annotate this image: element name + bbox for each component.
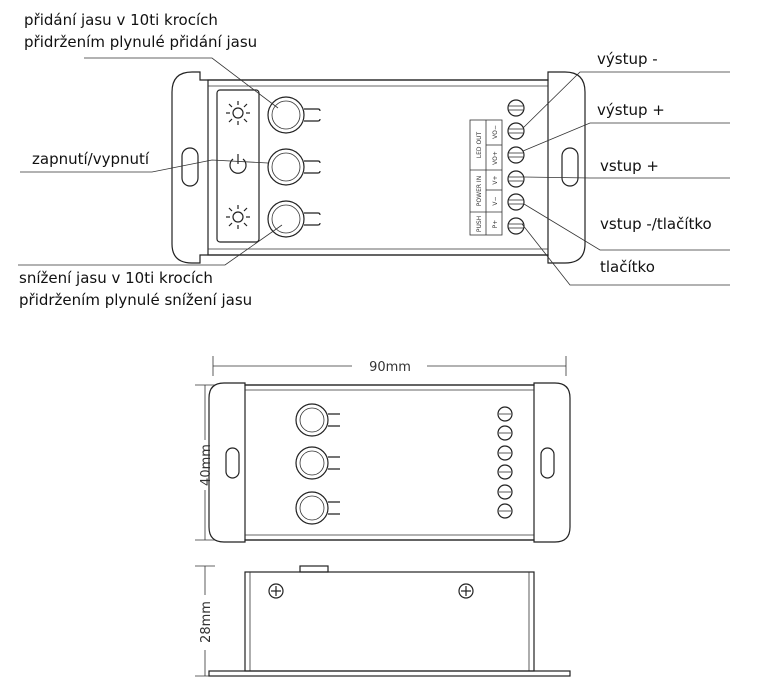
mounting-flange-mid	[208, 382, 571, 543]
sun-dim-icon	[226, 205, 250, 229]
button-decrease[interactable]	[267, 200, 321, 238]
mounting-flange	[171, 71, 586, 264]
screw-icon	[458, 583, 474, 599]
terminal-screw	[507, 170, 525, 188]
side-view: 28mm	[195, 565, 571, 677]
label-p-plus: P+	[492, 220, 499, 229]
terminal-screw	[507, 193, 525, 211]
terminal-screw	[507, 122, 525, 140]
mounting-slot-right	[561, 147, 579, 187]
screw-terminals	[507, 99, 525, 235]
label-increase-line2: přidržením plynulé přidání jasu	[24, 33, 257, 51]
button-panel	[216, 89, 260, 243]
dimension-depth: 28mm	[199, 601, 214, 643]
screw-icon	[268, 583, 284, 599]
terminal-screw	[507, 146, 525, 164]
label-onoff: zapnutí/vypnutí	[32, 150, 150, 168]
button-increase[interactable]	[267, 96, 321, 134]
button-onoff[interactable]	[267, 148, 321, 186]
label-button: tlačítko	[600, 258, 655, 276]
sun-brightness-icon	[226, 101, 250, 125]
label-power-in: POWER IN	[476, 176, 483, 206]
button-outline	[295, 403, 340, 437]
front-view-dimensioned: 90mm 40mm	[195, 356, 571, 543]
label-vo-minus: VO−	[492, 125, 499, 139]
mounting-slot-left	[181, 147, 199, 187]
terminal-label-table: LED OUT POWER IN PUSH VO− VO+ V+ V− P+	[469, 119, 503, 236]
label-v-plus: V+	[492, 175, 499, 184]
terminal-screw	[507, 99, 525, 117]
label-out-minus: výstup -	[597, 50, 658, 68]
controller-body	[207, 79, 549, 256]
label-decrease-line1: snížení jasu v 10ti krocích	[19, 269, 213, 287]
screw-terminals-mid	[497, 406, 513, 519]
label-increase-line1: přidání jasu v 10ti krocích	[24, 11, 218, 29]
label-v-minus: V−	[492, 196, 499, 205]
label-led-out: LED OUT	[476, 131, 483, 158]
label-vo-plus: VO+	[492, 151, 499, 165]
label-decrease-line2: přidržením plynulé snížení jasu	[19, 291, 252, 309]
dimension-height: 40mm	[199, 444, 214, 486]
button-outline	[295, 491, 340, 525]
label-push: PUSH	[476, 216, 483, 232]
leader-lines	[18, 57, 730, 286]
label-in-plus: vstup +	[600, 157, 659, 175]
front-view-detailed: LED OUT POWER IN PUSH VO− VO+ V+ V− P+	[18, 11, 730, 309]
side-body	[244, 571, 535, 672]
dimension-width: 90mm	[369, 360, 411, 375]
button-outline	[295, 446, 340, 480]
side-flange	[208, 670, 571, 677]
label-in-minus-button: vstup -/tlačítko	[600, 215, 712, 233]
terminal-screw	[507, 217, 525, 235]
label-out-plus: výstup +	[597, 101, 665, 119]
power-icon	[229, 154, 247, 174]
